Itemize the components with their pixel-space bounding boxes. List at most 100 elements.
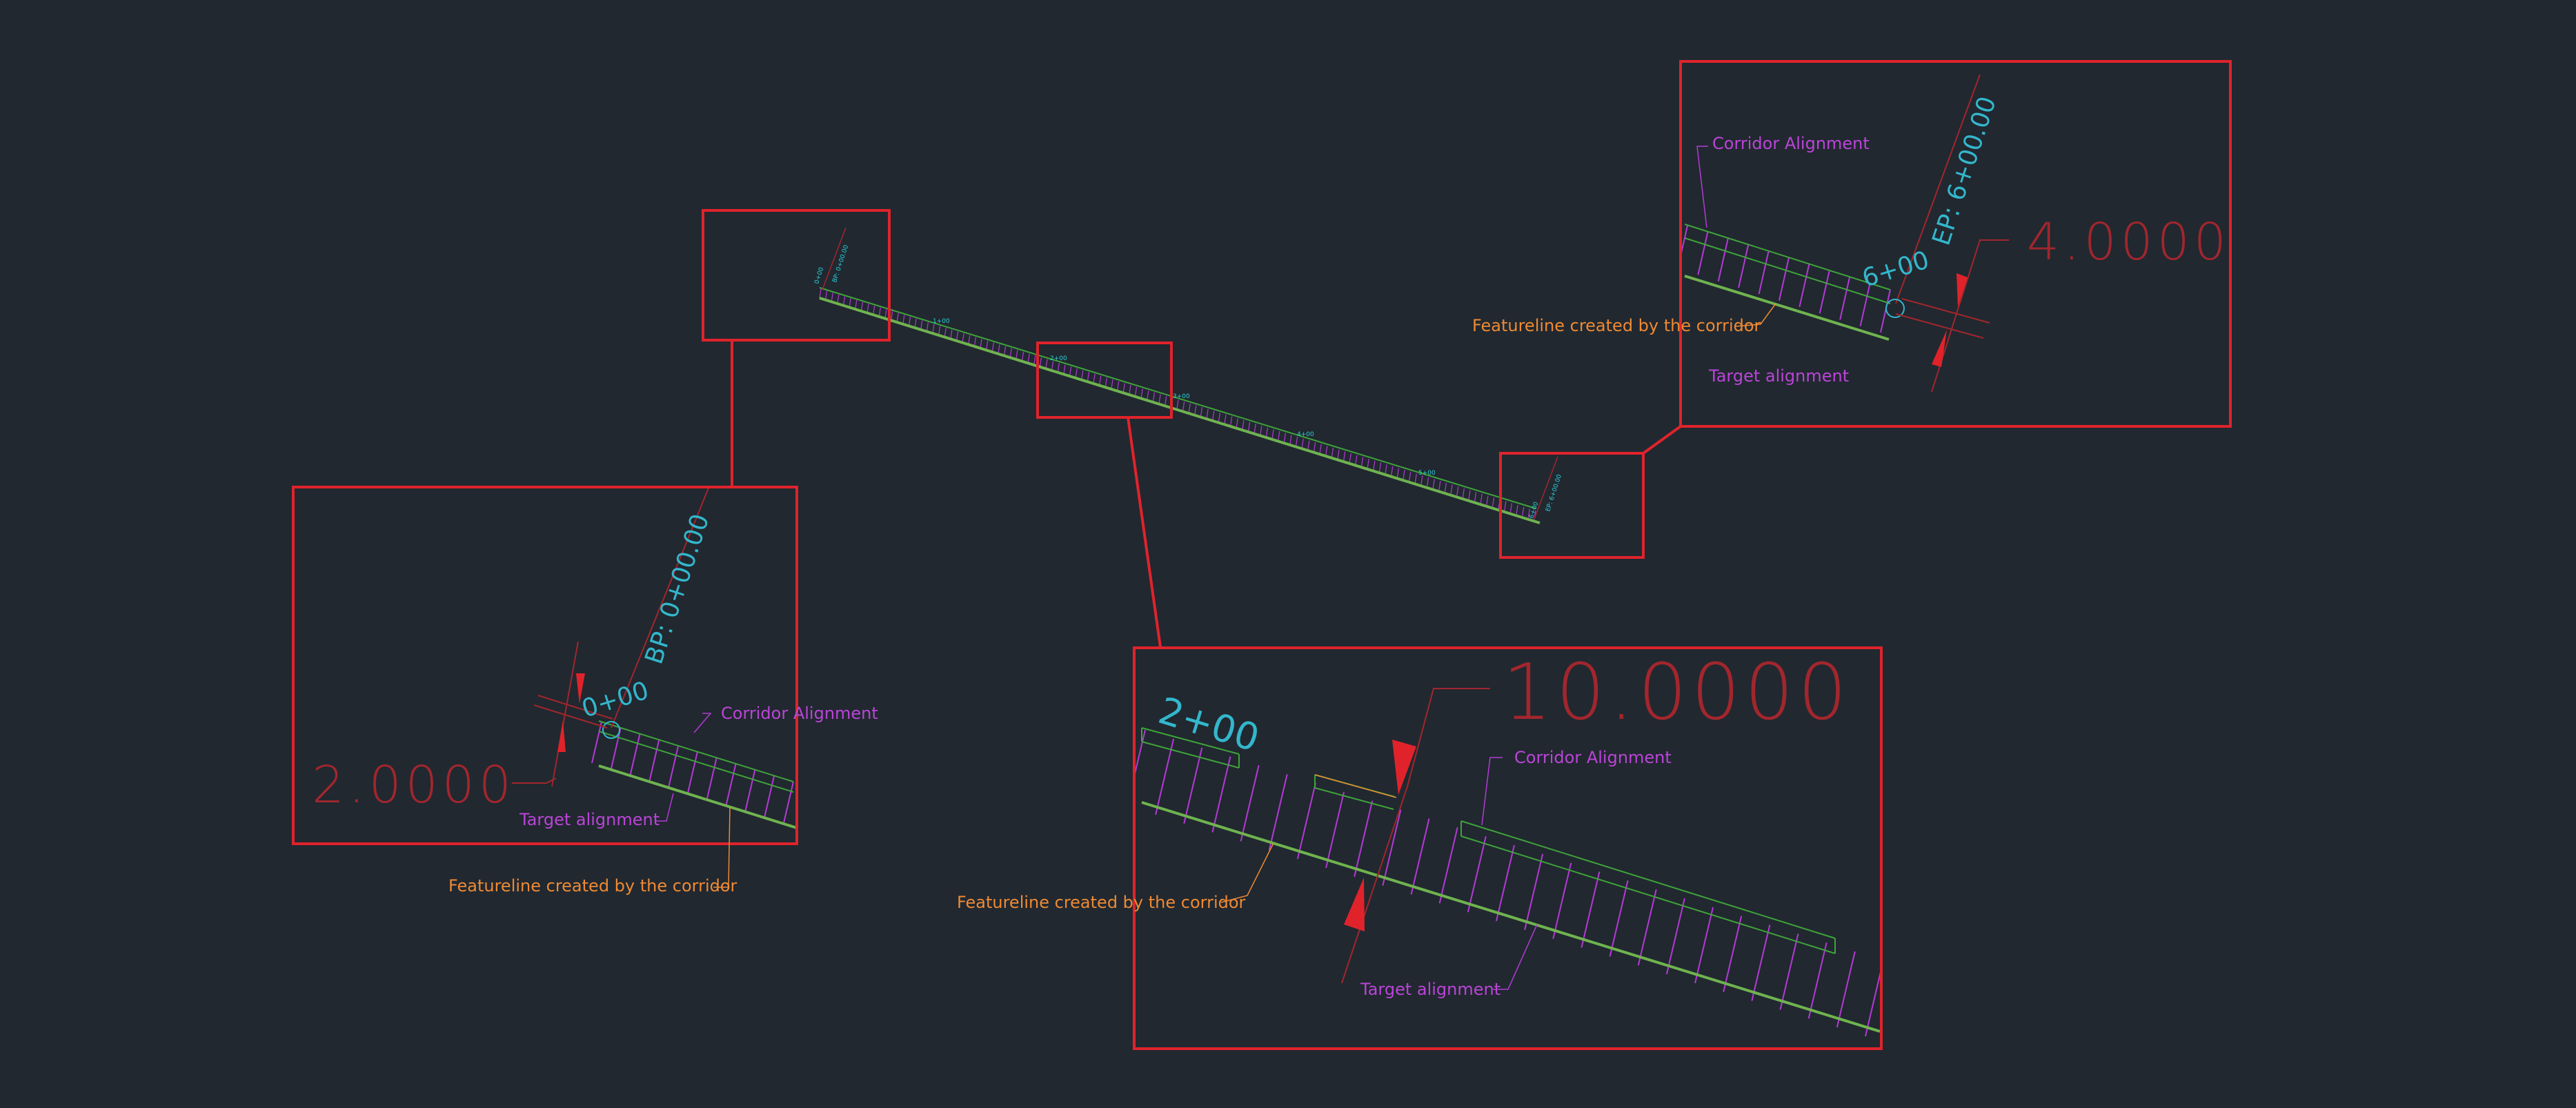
overview-station-0: 0+00: [813, 266, 825, 285]
overview-tick: [1033, 355, 1036, 365]
overview-tick: [1063, 364, 1066, 374]
zoom-box-end[interactable]: [1499, 452, 1645, 559]
overview-tick: [1152, 392, 1156, 402]
overview-tick: [1176, 399, 1179, 409]
overview-tick: [1331, 447, 1334, 457]
overview-tick: [1361, 457, 1364, 466]
overview-tick: [873, 305, 875, 315]
overview-tick: [1516, 504, 1518, 515]
detail-end-tick: [1682, 225, 1688, 253]
detail-middle-tick: [1183, 747, 1203, 824]
overview-tick: [1391, 466, 1394, 475]
overview-tick: [1337, 449, 1340, 459]
connector-middle: [1127, 417, 1162, 648]
overview-tick: [866, 304, 869, 313]
overview-tick: [1343, 451, 1346, 461]
detail-middle-tick: [1382, 809, 1402, 886]
overview-tick: [1474, 492, 1477, 502]
detail-start-ticks: [591, 721, 794, 824]
detail-middle-tick: [1609, 880, 1629, 957]
overview-tick: [831, 293, 833, 302]
overview-bp-leader: [822, 227, 846, 290]
overview-tick: [955, 331, 959, 341]
overview-tick: [1129, 385, 1131, 395]
connector-end: [1642, 425, 1682, 455]
overview-tick: [1444, 482, 1447, 492]
overview-tick: [1403, 470, 1405, 479]
detail-end-target-alignment: [1684, 275, 1890, 341]
detail-start-bp-leader: [611, 488, 709, 729]
overview-tick: [1021, 351, 1024, 362]
overview-tick: [908, 317, 911, 326]
detail-middle-tick: [1552, 862, 1572, 939]
overview-tick: [1069, 366, 1072, 376]
zoom-box-middle[interactable]: [1036, 342, 1173, 419]
overview-tick: [1420, 475, 1423, 485]
overview-tick: [1427, 477, 1429, 486]
overview-tick: [1468, 490, 1471, 499]
overview-tick: [842, 296, 846, 306]
overview-tick: [1438, 481, 1441, 491]
overview-tick: [932, 324, 935, 333]
detail-middle-tick: [1581, 871, 1601, 948]
detail-end-corridor-offset: [1684, 224, 1891, 290]
detail-start: BP: 0+00.00 0+00 2.0000 Corridor Alignme…: [292, 486, 878, 896]
detail-start-corridor-offset-2: [598, 731, 794, 793]
overview-tick: [1307, 440, 1310, 450]
detail-start-dimension-arrow-bottom: [557, 720, 566, 752]
overview-tick: [998, 344, 1000, 354]
overview-tick: [926, 322, 929, 332]
overview-tick: [944, 328, 947, 337]
detail-start-tick: [591, 721, 602, 764]
overview-tick: [1450, 484, 1453, 494]
detail-end-tick: [1819, 270, 1830, 314]
overview-tick: [1254, 424, 1256, 433]
overview-tick: [1057, 362, 1060, 373]
overview-tick: [1039, 357, 1042, 367]
detail-end-tick: [1839, 277, 1851, 320]
detail-end-corridor-offset-2: [1684, 237, 1891, 304]
detail-end-corridor-alignment-label: Corridor Alignment: [1712, 134, 1870, 153]
detail-middle-dimension-line: [1341, 786, 1408, 984]
detail-start-target-leader: [655, 793, 674, 822]
detail-start-tick: [668, 745, 680, 788]
overview-tick: [1432, 479, 1435, 488]
overview-tick: [920, 320, 923, 330]
overview-tick: [896, 313, 899, 322]
detail-start-target-alignment: [598, 764, 795, 829]
detail-middle-corridor-seg3: [1460, 820, 1836, 954]
overview-tick: [1104, 377, 1107, 387]
overview-tick: [1045, 359, 1048, 368]
overview-tick: [849, 298, 851, 308]
detail-middle-tick: [1496, 844, 1515, 922]
detail-middle-tick: [1240, 765, 1260, 842]
detail-middle-tick: [1438, 827, 1458, 904]
detail-middle-tick: [1694, 907, 1714, 984]
overview-tick: [1409, 471, 1411, 481]
detail-start-tick: [725, 763, 737, 806]
detail-end-tick: [1697, 232, 1709, 275]
detail-end: EP: 6+00.00 6+00 4.0000 Corridor Alignme…: [1472, 60, 2232, 428]
detail-middle-tick: [1865, 971, 1880, 1037]
detail-middle-target-alignment-label: Target alignment: [1360, 980, 1500, 999]
detail-start-featureline-label: Featureline created by the corridor: [448, 876, 737, 896]
overview-station-2: 2+00: [1050, 355, 1067, 362]
zoom-box-start[interactable]: [702, 209, 891, 342]
overview-tick: [1355, 455, 1358, 464]
overview-tick: [1456, 486, 1459, 496]
detail-start-dimension-value: 2.0000: [312, 755, 515, 815]
overview-tick: [1414, 473, 1417, 483]
overview-tick: [1301, 438, 1304, 448]
overview-tick: [1236, 418, 1238, 428]
overview-tick: [1373, 460, 1376, 470]
overview-tick: [1248, 422, 1251, 431]
overview-tick: [1325, 446, 1328, 455]
detail-end-station-marker: [1885, 299, 1905, 318]
overview-tick: [1051, 361, 1054, 370]
detail-middle-dimension-arrow-top: [1392, 740, 1416, 795]
overview-tick: [950, 329, 953, 339]
detail-middle-frame: [1133, 646, 1883, 1050]
overview-tick: [1385, 464, 1387, 474]
detail-end-tick: [1880, 289, 1891, 333]
